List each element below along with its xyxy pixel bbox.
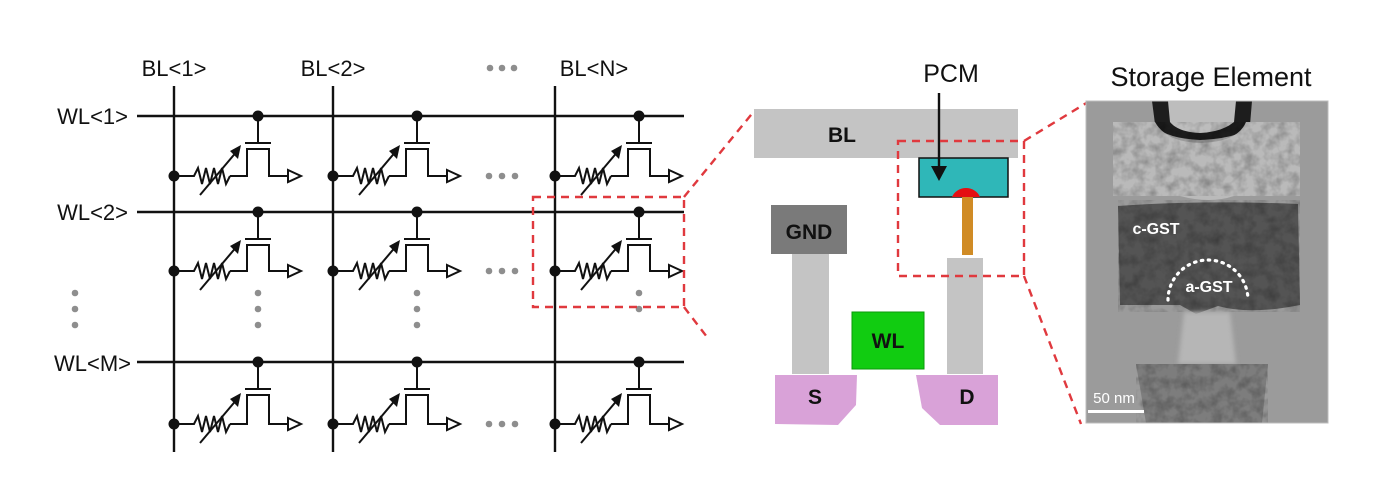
transistor-gate <box>626 116 652 144</box>
tunable-arrowhead <box>389 240 400 254</box>
heater <box>962 197 973 255</box>
transistor-gate <box>245 116 271 144</box>
bitline-label-n: BL<N> <box>560 56 629 81</box>
tunable-arrow <box>358 397 398 444</box>
output-terminal-icon <box>287 416 304 432</box>
transistor-channel <box>389 394 447 425</box>
tunable-arrowhead <box>230 393 241 407</box>
tunable-arrow <box>358 244 398 291</box>
tunable-arrowhead <box>611 393 622 407</box>
ground-label: GND <box>786 221 833 244</box>
output-terminal-icon <box>446 263 463 279</box>
ground-contact <box>771 205 847 254</box>
output-terminal-icon <box>668 416 685 432</box>
output-terminal-icon <box>668 263 685 279</box>
transistor-channel <box>389 244 447 272</box>
transistor-channel <box>611 244 669 272</box>
transistor-channel <box>611 148 669 177</box>
drain-label: D <box>959 386 974 409</box>
storage-element-title: Storage Element <box>1110 62 1312 92</box>
bitline-label-1: BL<1> <box>142 56 207 81</box>
output-terminal-icon <box>446 416 463 432</box>
transistor-gate <box>245 362 271 390</box>
scale-bar-label: 50 nm <box>1093 390 1135 407</box>
tunable-arrow <box>358 149 398 196</box>
tunable-arrow <box>580 149 620 196</box>
transistor-gate <box>245 212 271 240</box>
tem-micrograph <box>1086 101 1328 423</box>
tunable-arrow <box>580 244 620 291</box>
tunable-arrow <box>199 149 239 196</box>
tunable-arrowhead <box>389 393 400 407</box>
source-via <box>792 254 829 374</box>
array-zoom-box <box>531 109 756 338</box>
amorphous-gst-label: a-GST <box>1185 279 1232 296</box>
transistor-gate <box>626 212 652 240</box>
drain-via <box>947 258 983 374</box>
wordline-gate <box>851 311 925 370</box>
cell-cross-section: BL PCM GND WL S D <box>754 60 1018 425</box>
transistor-gate <box>404 116 430 144</box>
transistor-channel <box>230 244 288 272</box>
tunable-arrow <box>580 397 620 444</box>
output-terminal-icon <box>446 168 463 184</box>
wordline-label-2: WL<2> <box>57 200 128 225</box>
tunable-arrow <box>199 244 239 291</box>
pcm-arrowhead <box>931 166 947 181</box>
transistor-channel <box>230 148 288 177</box>
output-terminal-icon <box>287 263 304 279</box>
transistor-gate <box>404 362 430 390</box>
memory-cells <box>168 110 685 444</box>
drain-diffusion <box>916 375 998 425</box>
bitline-metal <box>754 109 1018 158</box>
source-label: S <box>808 386 822 409</box>
wordline-gate-label: WL <box>872 330 905 353</box>
tunable-arrowhead <box>389 145 400 159</box>
transistor-gate <box>404 212 430 240</box>
column-ellipsis <box>486 64 518 72</box>
transistor-channel <box>389 148 447 177</box>
source-diffusion <box>775 375 857 425</box>
bitline-label-2: BL<2> <box>301 56 366 81</box>
crystalline-gst-label: c-GST <box>1132 221 1179 238</box>
storage-zoom-box <box>896 100 1089 425</box>
row-ellipsis <box>71 289 79 329</box>
wordline-label-m: WL<M> <box>54 351 131 376</box>
transistor-gate <box>626 362 652 390</box>
transistor-channel <box>611 394 669 425</box>
output-terminal-icon <box>668 168 685 184</box>
tunable-arrowhead <box>611 240 622 254</box>
scale-bar <box>1088 410 1144 413</box>
tunable-arrow <box>199 397 239 444</box>
tunable-arrowhead <box>230 240 241 254</box>
tunable-arrowhead <box>230 145 241 159</box>
active-region <box>952 188 980 197</box>
amorphous-region-outline <box>1166 258 1250 302</box>
output-terminal-icon <box>287 168 304 184</box>
bitline-metal-label: BL <box>828 124 856 147</box>
cell-column-ellipsis <box>254 289 643 329</box>
transistor-channel <box>230 394 288 425</box>
cell-row-ellipsis <box>485 172 519 428</box>
tunable-arrowhead <box>611 145 622 159</box>
pcm-label: PCM <box>923 60 979 88</box>
wordline-label-1: WL<1> <box>57 104 128 129</box>
crossbar-array: BL<1> BL<2> BL<N> WL<1> WL<2> WL<M> <box>54 56 685 452</box>
